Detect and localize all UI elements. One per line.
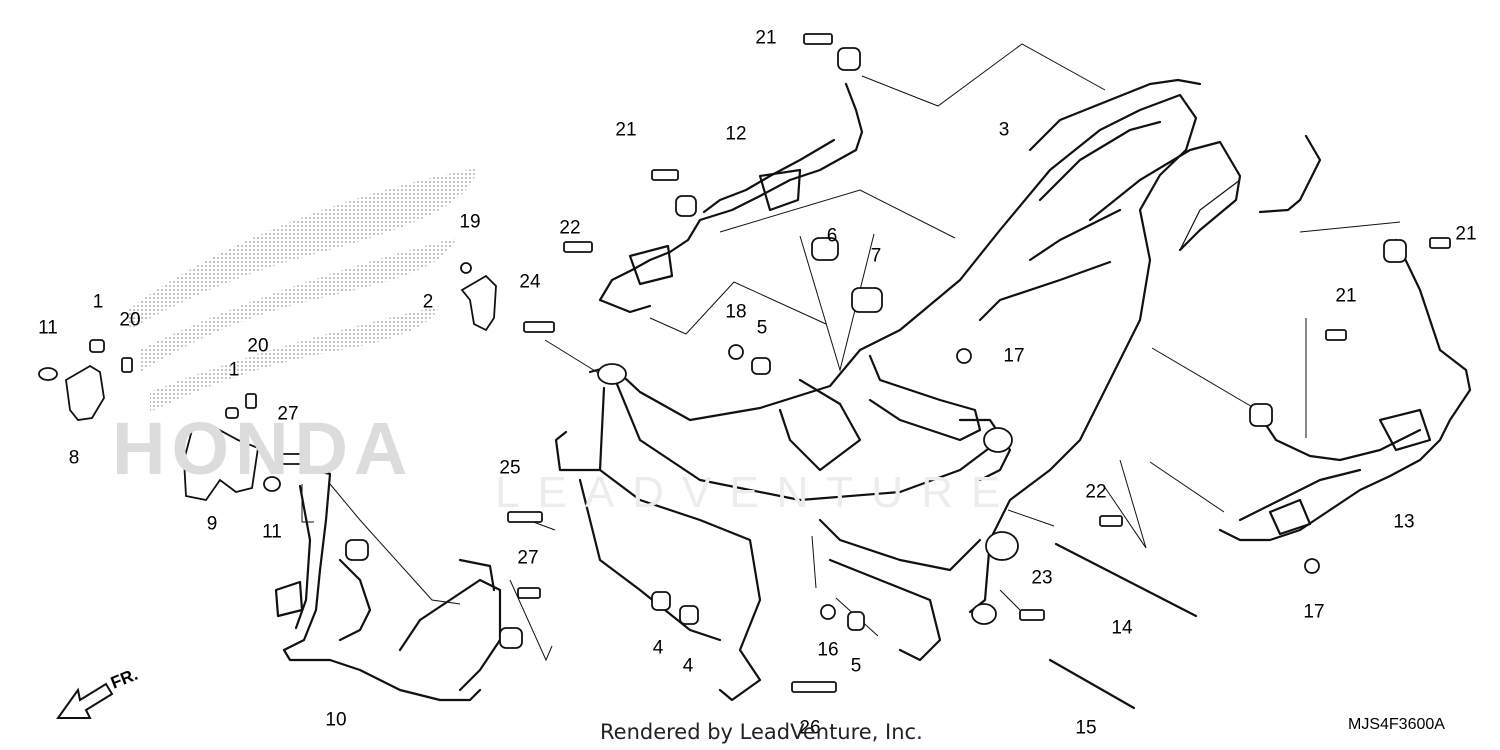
callout-21[interactable]: 21 <box>615 119 637 141</box>
part-2-bracket[interactable] <box>460 262 497 332</box>
callout-20[interactable]: 20 <box>247 335 269 357</box>
brand-watermark: HONDA <box>112 407 414 490</box>
callout-21[interactable]: 21 <box>1455 223 1477 245</box>
callout-23[interactable]: 23 <box>1031 567 1053 589</box>
callout-21[interactable]: 21 <box>755 27 777 49</box>
callout-7[interactable]: 7 <box>870 245 882 267</box>
callout-24[interactable]: 24 <box>519 271 541 293</box>
callout-1[interactable]: 1 <box>228 359 240 381</box>
callout-16[interactable]: 16 <box>817 639 839 661</box>
callout-20[interactable]: 20 <box>119 309 141 331</box>
main-frame[interactable] <box>554 78 1242 702</box>
part-12-bracket[interactable] <box>598 47 864 314</box>
callout-2[interactable]: 2 <box>422 291 434 313</box>
collars-nuts[interactable] <box>651 237 1320 631</box>
callout-26[interactable]: 26 <box>799 717 821 739</box>
part-9-bracket[interactable] <box>183 393 281 501</box>
callout-11[interactable]: 11 <box>262 521 282 543</box>
diagram-code: MJS4F3600A <box>1348 716 1445 733</box>
callout-22[interactable]: 22 <box>1085 481 1107 503</box>
callout-18[interactable]: 18 <box>725 301 747 323</box>
callout-3[interactable]: 3 <box>998 119 1010 141</box>
callout-10[interactable]: 10 <box>325 709 347 731</box>
callout-27[interactable]: 27 <box>517 547 539 569</box>
callout-12[interactable]: 12 <box>725 123 747 145</box>
callout-9[interactable]: 9 <box>206 513 218 535</box>
bolts[interactable] <box>281 33 1451 710</box>
callout-4[interactable]: 4 <box>682 655 694 677</box>
callout-21[interactable]: 21 <box>1335 285 1357 307</box>
callout-13[interactable]: 13 <box>1393 511 1415 533</box>
callout-14[interactable]: 14 <box>1111 617 1133 639</box>
front-direction-arrow-icon <box>56 682 114 719</box>
part-13-subframe[interactable] <box>1218 134 1472 542</box>
callout-1[interactable]: 1 <box>92 291 104 313</box>
callout-4[interactable]: 4 <box>652 637 664 659</box>
callout-5[interactable]: 5 <box>756 317 768 339</box>
callout-17[interactable]: 17 <box>1303 601 1325 623</box>
wing-logo-watermark <box>128 168 478 412</box>
part-10-lower-bracket[interactable] <box>274 468 523 702</box>
callout-5[interactable]: 5 <box>850 655 862 677</box>
rendered-by-footer: Rendered by LeadVenture, Inc. <box>600 720 923 744</box>
callout-25[interactable]: 25 <box>499 457 521 479</box>
part-8-bracket[interactable] <box>38 339 133 421</box>
callout-11[interactable]: 11 <box>38 317 58 339</box>
callout-19[interactable]: 19 <box>459 211 481 233</box>
leadventure-watermark: LEADVENTURE <box>495 468 1019 517</box>
callout-17[interactable]: 17 <box>1003 345 1025 367</box>
callout-15[interactable]: 15 <box>1075 717 1097 739</box>
callout-22[interactable]: 22 <box>559 217 581 239</box>
callout-27[interactable]: 27 <box>277 403 299 425</box>
callout-8[interactable]: 8 <box>68 447 80 469</box>
callout-6[interactable]: 6 <box>826 225 838 247</box>
